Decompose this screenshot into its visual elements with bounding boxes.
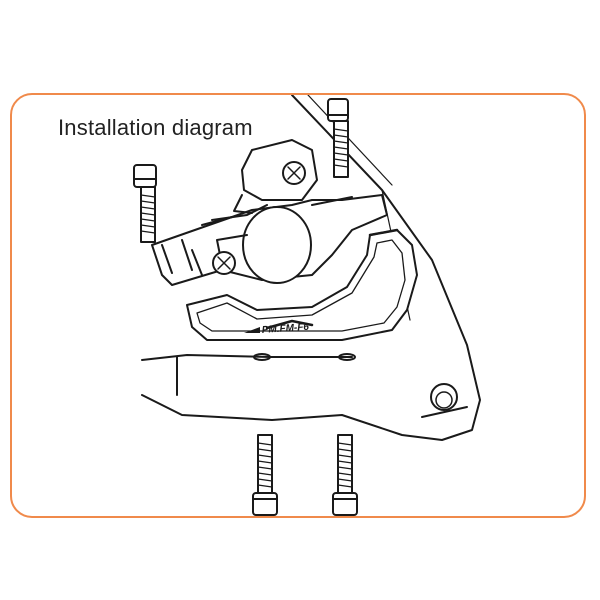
- brake-caliper: [151, 139, 388, 286]
- adapter-bracket: [186, 228, 418, 341]
- diagram-title: Installation diagram: [58, 115, 253, 140]
- adapter-label-group: PM.FM-F6: [244, 322, 310, 336]
- installation-drawing: PM.FM-F6: [133, 95, 481, 516]
- diagram-frame: Installation diagram: [10, 93, 586, 518]
- bottom-bolt-right-icon: [332, 434, 358, 516]
- top-bolt-icon: [327, 98, 349, 178]
- bottom-bolt-left-icon: [252, 434, 278, 516]
- caliper-bolt-icon: [133, 164, 157, 243]
- adapter-label: PM.FM-F6: [261, 322, 309, 336]
